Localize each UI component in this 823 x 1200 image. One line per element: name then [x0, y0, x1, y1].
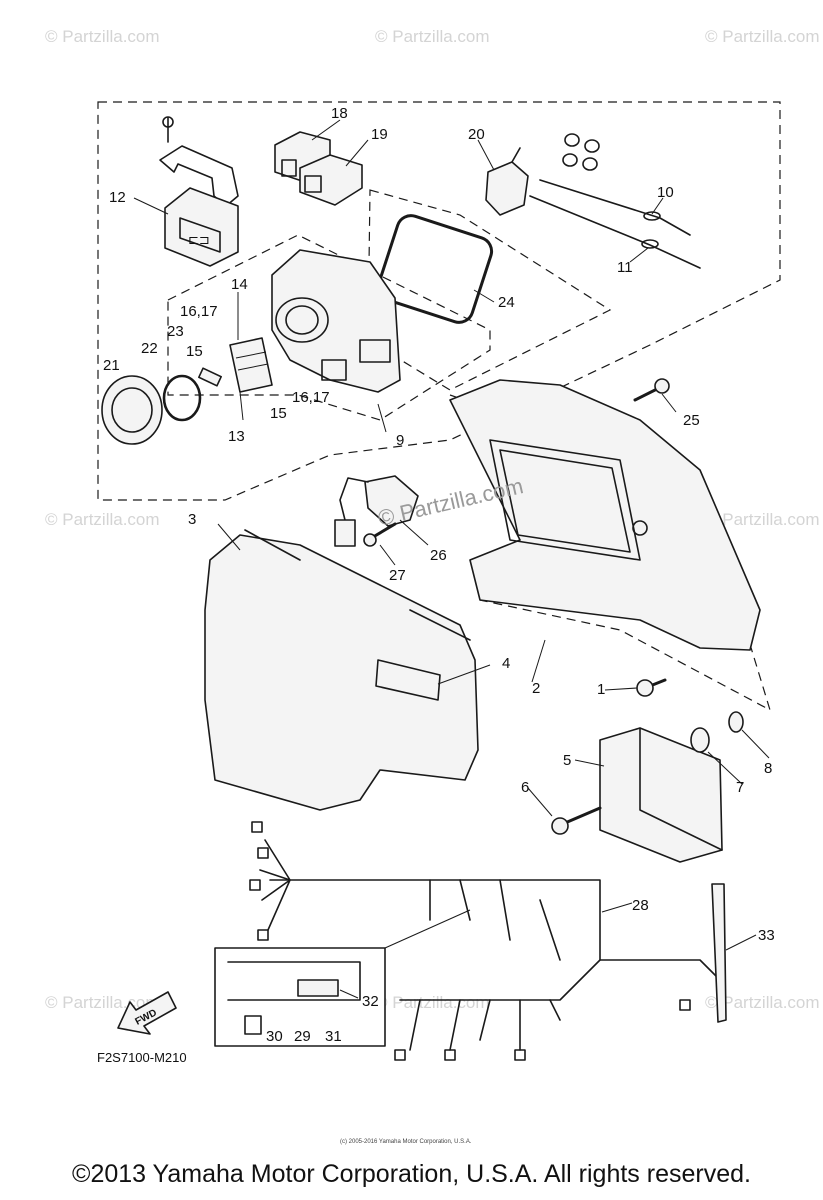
diagram-code: F2S7100-M210: [97, 1050, 187, 1065]
part-11-cable: [529, 195, 701, 269]
callout-32: 32: [362, 993, 379, 1010]
callout-30: 30: [266, 1028, 283, 1045]
callout-33: 33: [758, 927, 775, 944]
part-26-sensor: [334, 475, 419, 547]
callout-27: 27: [389, 567, 406, 584]
callout-29: 29: [294, 1028, 311, 1045]
part-1-bolt: [636, 678, 667, 697]
leader-lines: [133, 119, 770, 999]
part-22-oring: [162, 374, 202, 422]
callout-6: 6: [521, 779, 529, 796]
plugs-upper: [562, 133, 600, 171]
callout-18: 18: [331, 105, 348, 122]
callout-2: 2: [532, 680, 540, 697]
callout-28: 28: [632, 897, 649, 914]
part-12-cover: ⊏⊐: [159, 116, 239, 267]
callout-16-17-a: 16,17: [180, 303, 218, 320]
callouts: 1 2 3 4 5 6 7 8 9 10 11 12 13 14 15 15 1…: [103, 105, 775, 1045]
callout-11: 11: [617, 259, 633, 276]
callout-25: 25: [683, 412, 700, 429]
outline-main-group: [97, 101, 781, 501]
part-23-clip: [198, 367, 222, 387]
callout-19: 19: [371, 126, 388, 143]
callout-3: 3: [188, 511, 196, 528]
part-5-control-unit: [599, 727, 723, 863]
outline-control-unit-group: [167, 234, 491, 421]
part-13-fuse-block: [229, 337, 273, 393]
watermark: © Partzilla.com: [45, 510, 160, 529]
callout-13: 13: [228, 428, 245, 445]
watermark: © Partzilla.com: [45, 27, 160, 46]
callout-8: 8: [764, 760, 772, 777]
callout-24: 24: [498, 294, 515, 311]
part-25-bolt: [633, 378, 670, 402]
part-21-cap: [101, 375, 163, 445]
callout-31: 31: [325, 1028, 342, 1045]
part-28-wire-harness: [249, 821, 721, 1061]
callout-15-b: 15: [270, 405, 287, 422]
parts: ⊏⊐: [101, 116, 761, 1061]
copyright-footer: ©2013 Yamaha Motor Corporation, U.S.A. A…: [72, 1160, 751, 1188]
part-27-bolt: [363, 522, 397, 547]
callout-9: 9: [396, 432, 404, 449]
callout-7: 7: [736, 779, 744, 796]
part-3-cover: [204, 529, 479, 811]
outline-connector-group: [367, 189, 612, 391]
watermark: © Partzilla.com: [705, 510, 820, 529]
callout-16-17-b: 16,17: [292, 389, 330, 406]
callout-23: 23: [167, 323, 184, 340]
part-20-sensor: [485, 147, 529, 216]
callout-21: 21: [103, 357, 120, 374]
watermark: © Partzilla.com: [375, 993, 490, 1012]
part-7-grommet: [690, 727, 710, 753]
callout-15-a: 15: [186, 343, 203, 360]
part-10-cable: [539, 179, 691, 236]
part-2-housing: [449, 379, 761, 651]
watermark: © Partzilla.com: [705, 27, 820, 46]
callout-14: 14: [231, 276, 248, 293]
fine-print: (c) 2005-2016 Yamaha Motor Corporation, …: [340, 1139, 472, 1145]
callout-20: 20: [468, 126, 485, 143]
part-9-body: [271, 249, 401, 393]
callout-5: 5: [563, 752, 571, 769]
part-6-bolt: [551, 806, 602, 835]
callout-10: 10: [657, 184, 674, 201]
part-19-relay: [299, 154, 363, 206]
outline-cover-group: [449, 394, 771, 712]
callout-1: 1: [597, 681, 605, 698]
part-24-gasket: [376, 214, 494, 324]
part-4-label: [375, 659, 441, 701]
inset-detail: [214, 909, 471, 1047]
watermark: © Partzilla.com: [375, 27, 490, 46]
callout-4: 4: [502, 655, 510, 672]
callout-12: 12: [109, 189, 126, 206]
callout-22: 22: [141, 340, 158, 357]
svg-text:⊏⊐: ⊏⊐: [188, 232, 210, 247]
part-8-collar: [728, 711, 744, 733]
watermark: © Partzilla.com: [705, 993, 820, 1012]
part-33-cable-tie: [711, 883, 727, 1023]
callout-26: 26: [430, 547, 447, 564]
